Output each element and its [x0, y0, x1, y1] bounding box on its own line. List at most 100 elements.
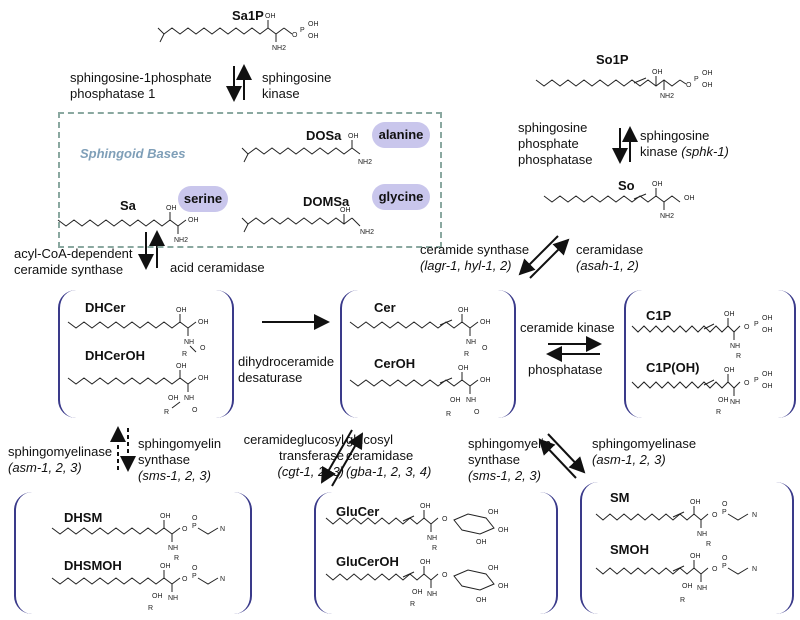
svg-text:R: R [716, 409, 721, 416]
compound-sm: SM [610, 490, 630, 505]
svg-text:P: P [754, 321, 759, 328]
enzyme-ceramide-kinase: ceramide kinase [520, 320, 615, 335]
svg-text:R: R [432, 545, 437, 552]
enzyme-ceramidase: ceramidase(asah-1, 2) [576, 242, 644, 273]
svg-text:O: O [192, 515, 198, 522]
svg-text:OH: OH [160, 563, 171, 570]
svg-text:NH2: NH2 [174, 237, 188, 244]
svg-text:O: O [182, 526, 188, 533]
arrow-sm-cer [538, 438, 577, 479]
svg-text:R: R [174, 555, 179, 562]
compound-so1p: So1P [596, 52, 629, 67]
svg-text:NH: NH [697, 531, 707, 538]
compound-c1p: C1P [646, 308, 672, 323]
svg-text:OH: OH [480, 319, 491, 326]
svg-text:OH: OH [724, 311, 735, 318]
svg-text:NH2: NH2 [660, 93, 674, 100]
svg-text:R: R [182, 351, 187, 358]
structure-sa: OH NH2 OH [57, 205, 199, 244]
svg-text:O: O [474, 409, 480, 416]
svg-text:NH2: NH2 [360, 229, 374, 236]
enzyme-acid-ceramidase: acid ceramidase [170, 260, 265, 275]
svg-text:O: O [442, 572, 448, 579]
svg-text:R: R [706, 541, 711, 548]
svg-text:O: O [442, 516, 448, 523]
svg-text:OH: OH [762, 315, 773, 322]
svg-text:R: R [410, 601, 415, 608]
compound-dhceroh: DHCerOH [85, 348, 145, 363]
svg-text:N: N [752, 566, 757, 573]
svg-text:OH: OH [718, 397, 729, 404]
structure-dosa: OH NH2 [241, 133, 372, 166]
compound-sa: Sa [120, 198, 136, 213]
amino-acid-serine: serine [178, 186, 228, 212]
svg-text:O: O [192, 407, 198, 414]
svg-text:OH: OH [762, 371, 773, 378]
svg-text:R: R [464, 351, 469, 358]
svg-text:O: O [712, 566, 718, 573]
compound-dhsmoh: DHSMOH [64, 558, 122, 573]
group-sm [580, 482, 794, 614]
enzyme-sphingomyelinase-left: sphingomyelinase(asm-1, 2, 3) [8, 444, 113, 475]
compound-sa1p: Sa1P [232, 8, 264, 23]
svg-text:OH: OH [476, 597, 487, 604]
compound-smoh: SMOH [610, 542, 649, 557]
svg-text:NH: NH [427, 535, 437, 542]
svg-text:OH: OH [690, 499, 701, 506]
svg-text:OH: OH [652, 181, 663, 188]
structure-domsa: OH NH2 [241, 207, 374, 236]
svg-text:N: N [220, 526, 225, 533]
svg-text:OH: OH [652, 69, 663, 76]
svg-text:OH: OH [480, 377, 491, 384]
svg-text:OH: OH [198, 375, 209, 382]
svg-text:P: P [754, 377, 759, 384]
svg-text:NH: NH [168, 595, 178, 602]
svg-text:OH: OH [488, 565, 499, 572]
svg-text:OH: OH [166, 205, 177, 212]
svg-text:O: O [722, 555, 728, 562]
enzyme-sphingomyelinase-right: sphingomyelinase(asm-1, 2, 3) [592, 436, 697, 467]
svg-text:OH: OH [308, 21, 319, 28]
svg-text:OH: OH [690, 553, 701, 560]
svg-text:R: R [164, 409, 169, 416]
structure-dhceroh: OH NH R OHO OH [67, 363, 209, 416]
svg-text:P: P [694, 76, 699, 83]
svg-text:OH: OH [176, 307, 187, 314]
svg-text:O: O [292, 32, 298, 39]
svg-text:O: O [482, 345, 488, 352]
svg-text:OH: OH [488, 509, 499, 516]
svg-text:R: R [446, 411, 451, 418]
svg-text:OH: OH [450, 397, 461, 404]
compound-dosa: DOSa [306, 128, 342, 143]
compound-glucerOH: GluCerOH [336, 554, 399, 569]
compound-glucer: GluCer [336, 504, 380, 519]
svg-text:OH: OH [458, 365, 469, 372]
svg-text:OH: OH [684, 195, 695, 202]
svg-text:OH: OH [412, 589, 423, 596]
group-cer [340, 290, 516, 418]
svg-text:P: P [192, 523, 197, 530]
svg-text:N: N [220, 576, 225, 583]
svg-text:OH: OH [498, 583, 509, 590]
svg-text:O: O [744, 380, 750, 387]
svg-text:OH: OH [198, 319, 209, 326]
compound-ceroh: CerOH [374, 356, 416, 371]
svg-text:OH: OH [458, 307, 469, 314]
svg-text:NH2: NH2 [358, 159, 372, 166]
compound-so: So [618, 178, 635, 193]
svg-text:O: O [200, 345, 206, 352]
